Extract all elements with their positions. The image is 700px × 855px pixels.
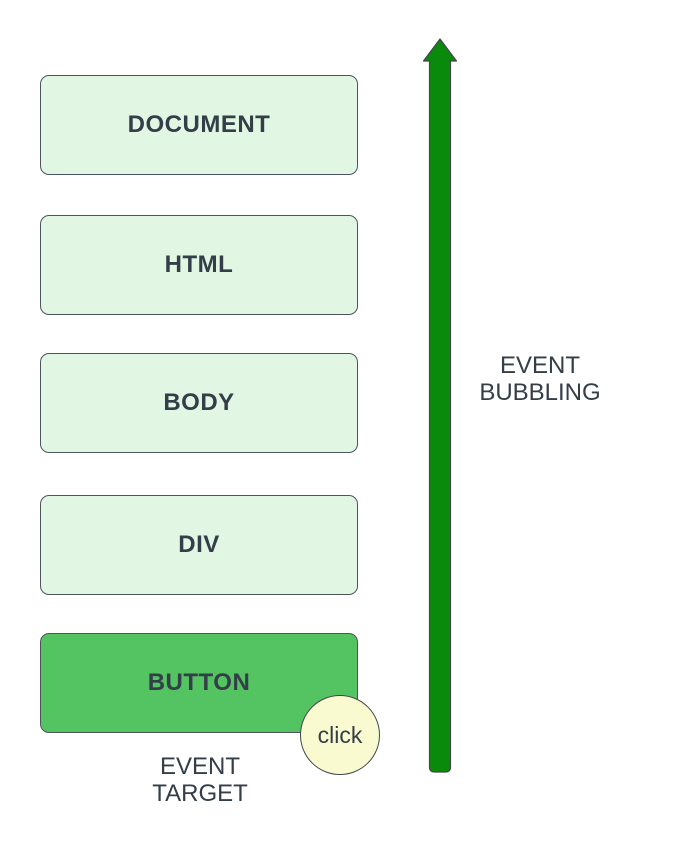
layer-label-button: BUTTON [147, 669, 251, 696]
event-target-caption: EVENT TARGET [152, 753, 248, 807]
event-bubbling-label: EVENT BUBBLING [479, 352, 601, 406]
layer-box-document: DOCUMENT [40, 75, 358, 175]
layer-label-html: HTML [164, 251, 234, 278]
layer-label-div: DIV [178, 531, 220, 558]
layer-box-button-event-target: BUTTON [40, 633, 358, 733]
layer-label-body: BODY [163, 389, 235, 416]
layer-box-body: BODY [40, 353, 358, 453]
click-badge-label: click [317, 721, 363, 748]
event-bubbling-up-arrow-icon [422, 38, 458, 773]
layer-box-div: DIV [40, 495, 358, 595]
layer-label-document: DOCUMENT [127, 111, 271, 138]
layer-box-html: HTML [40, 215, 358, 315]
click-badge: click [300, 695, 380, 775]
